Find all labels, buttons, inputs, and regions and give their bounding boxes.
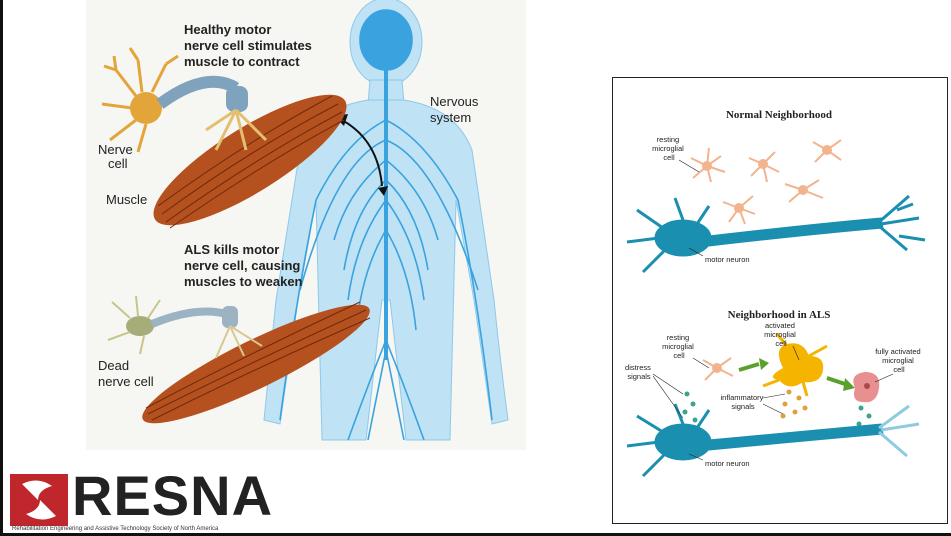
inflammatory-label: inflammatory signals (720, 393, 765, 411)
dead-nerve-cell-label: Dead nerve cell (98, 358, 154, 389)
neighborhood-svg: Normal Neighborhood Neighborhood in ALS (613, 78, 947, 523)
nerve-cell-label: Nerve cell (98, 142, 136, 171)
frame-left-border (0, 0, 3, 536)
resting-label-top: resting microglial cell (652, 135, 686, 162)
distress-signal-dots (683, 392, 874, 431)
transition-arrow-1-head (759, 358, 769, 370)
distress-label: distress signals (625, 363, 653, 381)
normal-neighborhood-title: Normal Neighborhood (726, 109, 832, 121)
resna-logo-text: RESNA (72, 468, 273, 524)
motor-neuron-bottom (627, 404, 919, 476)
motor-neuron-bottom-label: motor neuron (705, 459, 750, 468)
resting-microglia-group (691, 140, 841, 224)
resna-logo-mark (10, 474, 68, 526)
motor-neuron-top (627, 196, 925, 272)
healthy-caption: Healthy motor nerve cell stimulates musc… (184, 22, 316, 69)
right-labels: resting microglial cell motor neuron res… (625, 135, 923, 468)
activated-microglia (763, 334, 827, 396)
resna-tagline: Rehabilitation Engineering and Assistive… (12, 526, 218, 532)
resting-microglia-bottom (703, 358, 733, 380)
fully-activated-microglia (853, 372, 879, 402)
als-body-svg: Healthy motor nerve cell stimulates musc… (86, 0, 526, 450)
transition-arrow-1 (739, 364, 759, 370)
als-body-illustration: Healthy motor nerve cell stimulates musc… (86, 0, 526, 450)
fully-activated-label: fully activated microglial cell (875, 347, 923, 374)
muscle-label: Muscle (106, 192, 147, 207)
transition-arrow-2-head (843, 378, 855, 391)
nervous-system-label: Nervous system (430, 94, 482, 125)
motor-neuron-top-label: motor neuron (705, 255, 750, 264)
microglia-neighborhood-diagram: Normal Neighborhood Neighborhood in ALS (612, 77, 948, 524)
resting-label-bottom: resting microglial cell (662, 333, 696, 360)
transition-arrow-2 (827, 378, 845, 384)
als-neighborhood-title: Neighborhood in ALS (728, 309, 831, 321)
